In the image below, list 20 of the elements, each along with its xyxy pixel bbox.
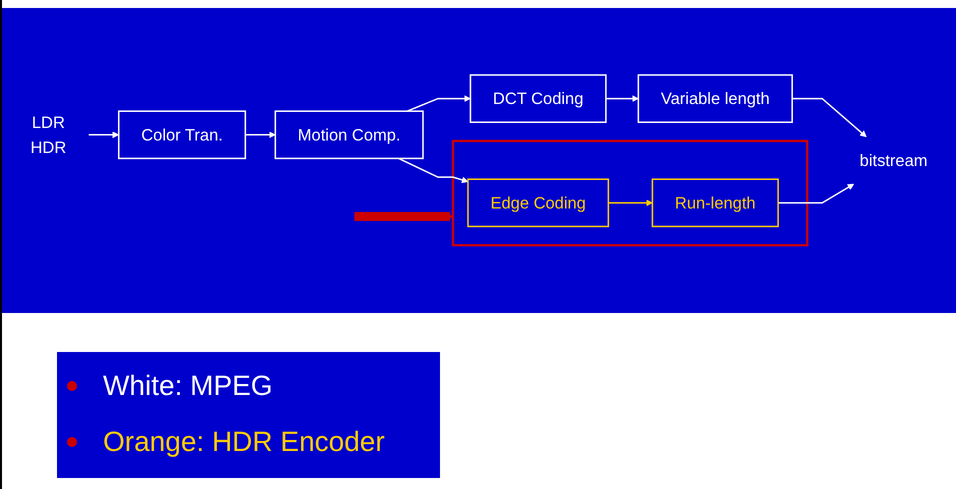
arrow [398,158,468,184]
arrow [354,212,454,222]
arrow [606,96,639,102]
process-box: Variable length [638,74,793,124]
legend-text: White: MPEG [103,370,273,402]
arrow [608,200,653,207]
arrow [778,184,854,204]
process-box: DCT Coding [470,74,607,124]
arrow [245,132,276,138]
arrow [88,132,120,138]
process-box: Edge Coding [467,178,610,228]
process-box: Motion Comp. [274,110,424,160]
text-label: LDR HDR [30,113,66,157]
process-box: Run-length [652,178,779,228]
process-box: Color Tran. [118,110,246,160]
highlight-frame [452,140,808,247]
text-label: bitstream [860,152,928,170]
arrow [792,98,867,138]
arrow [406,96,471,112]
legend-text: Orange: HDR Encoder [103,426,385,458]
